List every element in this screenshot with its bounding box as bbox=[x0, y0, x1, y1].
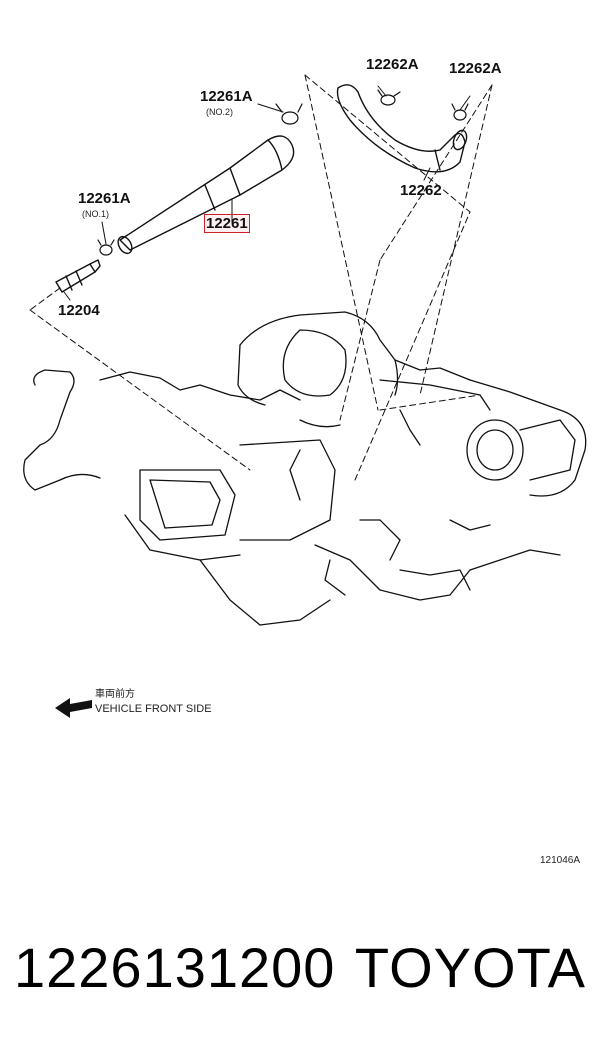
callout-12261-highlighted: 12261 bbox=[204, 214, 250, 233]
callout-12261a-no2: 12261A bbox=[200, 88, 253, 105]
dashed-leaders bbox=[29, 74, 493, 481]
callout-12261a-no1-sub: (NO.1) bbox=[82, 209, 109, 219]
diagram-drawing bbox=[23, 74, 587, 718]
callout-leaders bbox=[63, 85, 471, 301]
callout-12262a-left: 12262A bbox=[366, 56, 419, 73]
clamps bbox=[97, 89, 469, 256]
hose-12262 bbox=[336, 84, 468, 173]
vehicle-front-label-jp: 車両前方 bbox=[95, 689, 135, 700]
illustration-code: 121046A bbox=[540, 855, 581, 866]
parts-diagram: 12261A (NO.2) 12262A 12262A 12261A (NO.1… bbox=[23, 56, 587, 866]
callout-12261a-no1: 12261A bbox=[78, 190, 131, 207]
pcv-valve-12204 bbox=[55, 259, 101, 293]
brand-name: TOYOTA bbox=[354, 936, 586, 999]
footer: 1226131200 TOYOTA bbox=[0, 935, 600, 1015]
engine-outline bbox=[23, 311, 587, 626]
front-arrow-icon bbox=[55, 698, 92, 718]
callout-12261a-no2-sub: (NO.2) bbox=[206, 107, 233, 117]
vehicle-front-label-en: VEHICLE FRONT SIDE bbox=[95, 703, 212, 715]
part-number: 1226131200 bbox=[14, 936, 336, 999]
callout-12262: 12262 bbox=[400, 182, 442, 199]
callout-12262a-right: 12262A bbox=[449, 60, 502, 77]
hose-12261 bbox=[117, 135, 295, 255]
callout-12204: 12204 bbox=[58, 302, 100, 319]
